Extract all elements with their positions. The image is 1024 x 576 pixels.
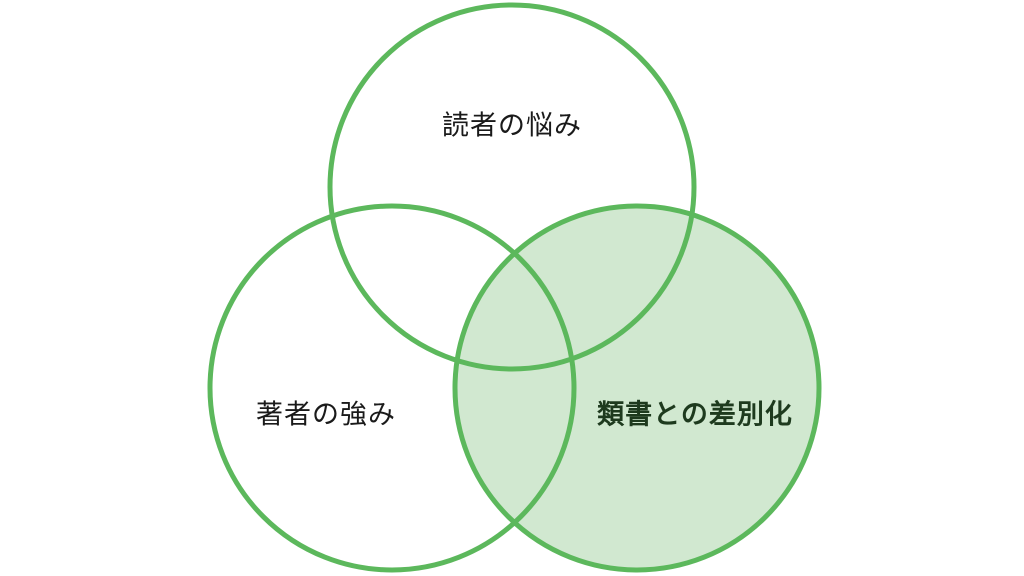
label-author-strengths: 著者の強み <box>256 399 396 431</box>
circle-left <box>207 203 577 573</box>
circle-right-fill <box>455 206 819 570</box>
label-reader-concerns: 読者の悩み <box>442 110 582 142</box>
label-differentiation: 類書との差別化 <box>597 399 793 431</box>
circle-right <box>452 203 822 573</box>
circle-top <box>327 2 697 372</box>
